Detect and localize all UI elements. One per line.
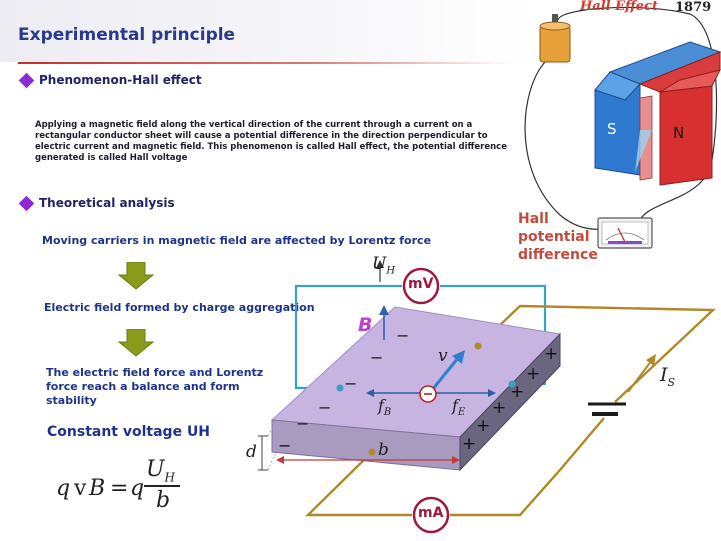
negative-charge: − (370, 348, 384, 367)
analysis-step-1: Moving carriers in magnetic field are af… (42, 234, 432, 247)
analysis-step-2: Electric field formed by charge aggregat… (44, 301, 315, 314)
electric-force-arrow-icon (488, 389, 496, 397)
current-contact (474, 342, 482, 350)
positive-charge: + (462, 434, 477, 454)
magnet-s-pole (594, 83, 641, 176)
diamond-bullet-icon (18, 195, 35, 212)
positive-charge: + (492, 398, 507, 418)
page-title: Experimental principle (18, 25, 236, 45)
current-contact (368, 448, 376, 456)
hall-sample (639, 95, 653, 181)
negative-charge: − (396, 326, 410, 345)
voltage-contact (336, 384, 344, 392)
hall-effect-description: Applying a magnetic field along the vert… (35, 120, 507, 163)
current-label: IS (660, 364, 676, 389)
section-heading-analysis: Theoretical analysis (39, 196, 175, 210)
ammeter-label: mA (418, 505, 444, 521)
current-arrow-icon (646, 354, 656, 366)
eq-q2: q (130, 476, 145, 501)
b-field-arrow-icon (379, 305, 389, 315)
galvanometer-icon (597, 217, 653, 249)
constant-voltage-label: Constant voltage UH (47, 424, 211, 440)
voltmeter-label: mV (408, 276, 434, 292)
positive-charge: + (510, 382, 525, 402)
lorentz-force-arrow-icon (366, 389, 374, 397)
negative-charge: − (296, 414, 310, 433)
down-arrow-icon (117, 262, 155, 290)
hall-effect-caption: Hall Effect (580, 0, 658, 14)
positive-charge: + (544, 344, 559, 364)
electron-icon (419, 385, 437, 403)
magnet-n-pole (659, 85, 713, 186)
lorentz-force-label: fB (378, 396, 392, 419)
velocity-label: v (438, 346, 448, 366)
apparatus-wire (524, 61, 613, 230)
velocity-arrow-icon (452, 350, 465, 364)
analysis-step-3: The electric field force and Lorentz for… (46, 366, 264, 407)
eq-denominator: b (156, 488, 171, 513)
hall-voltage-label: UH (372, 254, 396, 277)
negative-charge: − (344, 374, 358, 393)
down-arrow-icon (117, 329, 155, 357)
slab-top-face (270, 306, 562, 438)
eq-fraction-bar (144, 485, 180, 487)
diamond-bullet-icon (18, 72, 35, 89)
title-divider (18, 62, 513, 64)
positive-charge: + (476, 416, 491, 436)
eq-q: q (56, 476, 71, 501)
electric-force-label: fE (452, 396, 466, 419)
hall-potential-label: Hall potential difference (518, 211, 598, 263)
negative-charge: − (318, 398, 332, 417)
magnetic-field-label: B (358, 314, 373, 336)
eq-equals: = (110, 476, 129, 501)
section-heading-phenomenon: Phenomenon-Hall effect (39, 73, 202, 87)
thickness-label: d (246, 442, 257, 462)
eq-v: v (74, 476, 87, 501)
magnet-n-label: N (673, 124, 685, 142)
hall-effect-year: 1879 (675, 0, 712, 15)
width-label: b (378, 440, 389, 460)
magnet-s-label: S (607, 120, 617, 138)
eq-numerator: UH (146, 457, 176, 485)
positive-charge: + (526, 364, 541, 384)
hall-equation: q v B = q UH b (56, 455, 196, 515)
negative-charge: − (278, 436, 292, 455)
eq-B: B (89, 476, 106, 501)
